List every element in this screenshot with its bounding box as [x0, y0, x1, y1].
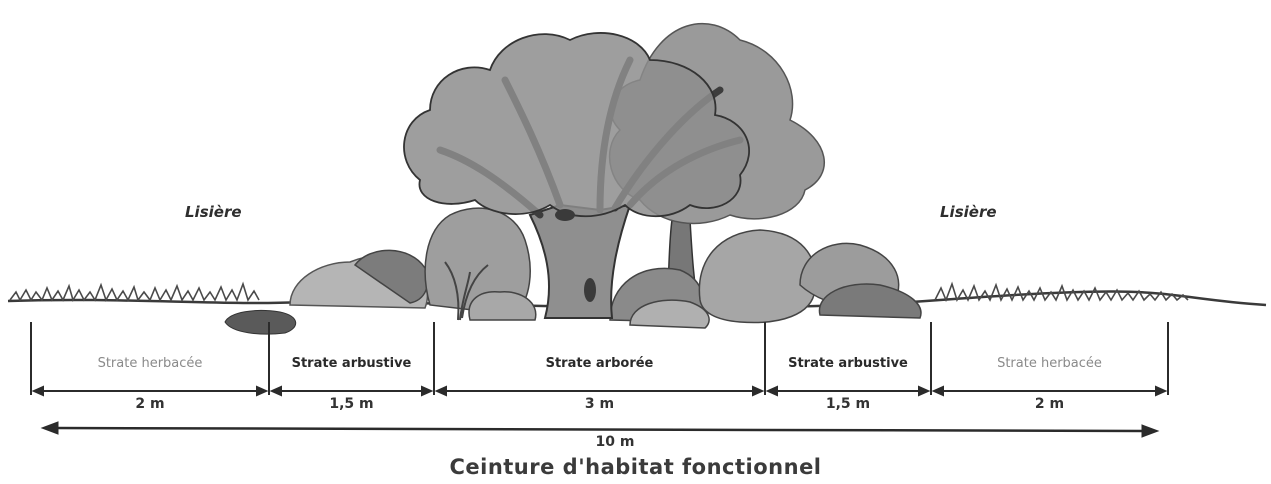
zone-width-arboree: 3 m — [434, 396, 765, 412]
grass-left — [10, 284, 259, 300]
zone-arrows — [34, 387, 1165, 395]
zone-label-herbacee-left: Strate herbacée — [31, 356, 269, 371]
zone-width-arbustive-right: 1,5 m — [765, 396, 931, 412]
lisiere-left-label: Lisière — [185, 203, 242, 221]
zone-width-arbustive-left: 1,5 m — [269, 396, 434, 412]
zone-label-herbacee-right: Strate herbacée — [931, 356, 1168, 371]
lisiere-right-label: Lisière — [940, 203, 997, 221]
zone-label-arboree: Strate arborée — [434, 356, 765, 371]
zone-label-arbustive-left: Strate arbustive — [269, 356, 434, 371]
zone-label-arbustive-right: Strate arbustive — [765, 356, 931, 371]
zone-width-herbacee-right: 2 m — [931, 396, 1168, 412]
total-width: 10 m — [585, 434, 645, 450]
diagram-title: Ceinture d'habitat fonctionnel — [0, 455, 1271, 479]
zone-width-herbacee-left: 2 m — [31, 396, 269, 412]
